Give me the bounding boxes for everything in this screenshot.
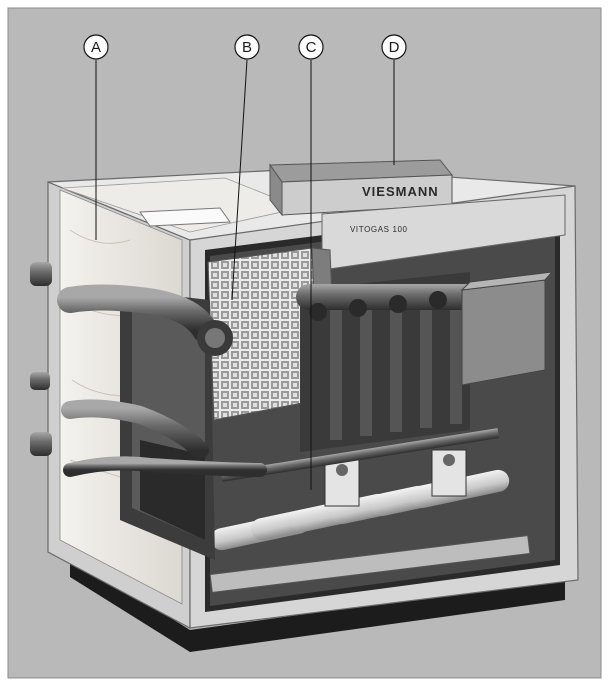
svg-text:C: C [306,39,317,56]
svg-text:B: B [242,39,252,56]
brand-logo: VIESMANN [362,184,439,199]
svg-text:A: A [91,39,101,56]
gas-valves [324,449,467,507]
flue-box [460,271,554,386]
callout-a: A [83,34,109,60]
gas-supply-pipe [220,428,500,482]
flow-return-pipes [57,284,267,477]
callout-b: B [234,34,260,60]
pipe-stubs [30,262,52,456]
control-unit [269,159,566,271]
callout-c: C [298,34,324,60]
burner-tubes [209,469,531,593]
cast-iron-sections [300,272,470,452]
svg-text:D: D [389,39,400,56]
leader-lines [95,59,395,490]
callout-d: D [381,34,407,60]
model-label: VITOGAS 100 [350,225,408,234]
